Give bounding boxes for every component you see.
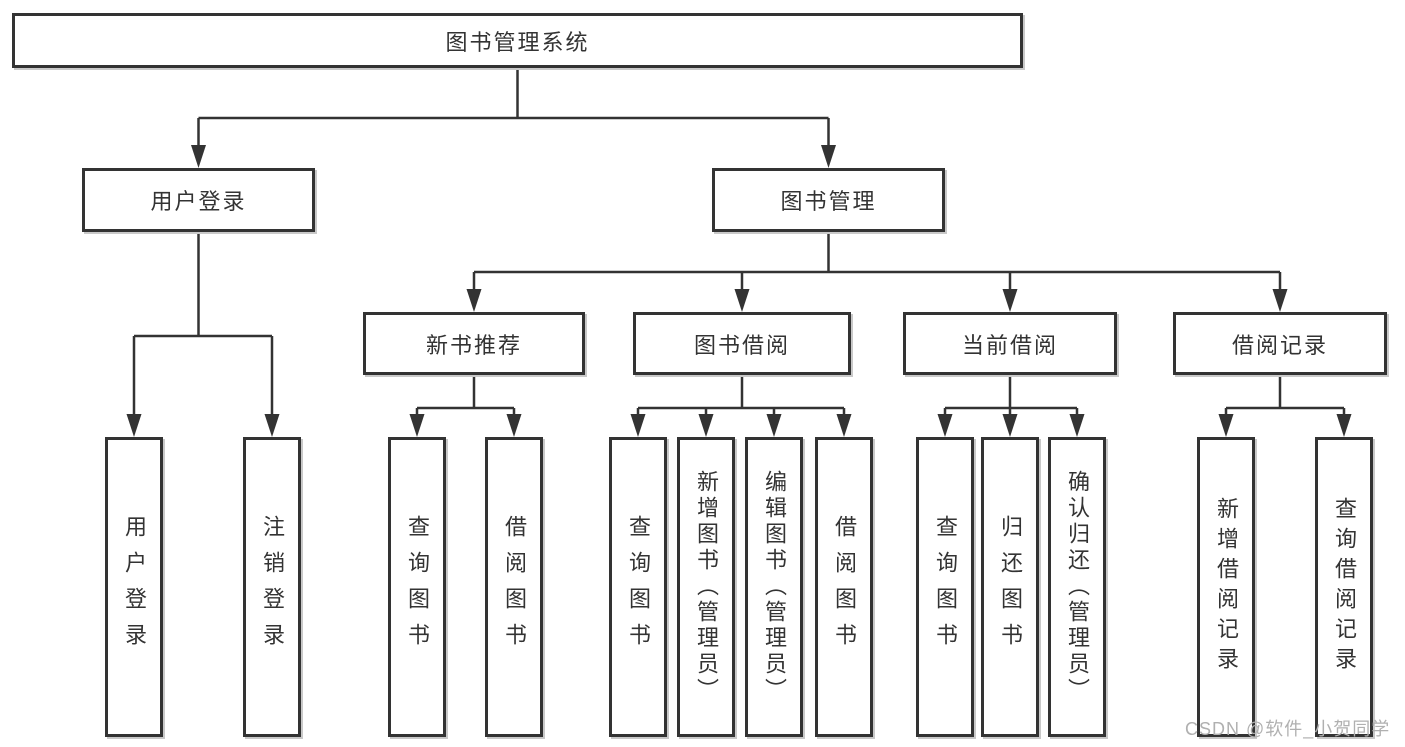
- node-borrow-records-label: 借阅记录: [1231, 332, 1328, 358]
- connector-current-borrow: [943, 375, 1079, 420]
- arrowhead: [1002, 414, 1018, 437]
- connector-root: [197, 68, 830, 150]
- arrowhead: [409, 414, 425, 437]
- leaf-borrow-query-books: 查询图书: [609, 437, 667, 737]
- arrowhead: [1272, 289, 1288, 312]
- arrowhead: [1002, 289, 1018, 312]
- arrowhead: [766, 414, 782, 437]
- node-borrow-records: 借阅记录: [1173, 312, 1387, 375]
- node-book-management: 图书管理: [712, 168, 945, 232]
- leaf-add-books-admin: 新增图书（管理员）: [677, 437, 735, 737]
- leaf-logout: 注销登录: [243, 437, 301, 737]
- leaf-query-borrow-record-label: 查询借阅记录: [1332, 497, 1357, 677]
- leaf-add-borrow-record-label: 新增借阅记录: [1214, 497, 1239, 677]
- connector-book-borrow: [636, 375, 846, 420]
- leaf-logout-label: 注销登录: [260, 515, 285, 659]
- arrowhead: [1069, 414, 1085, 437]
- leaf-recommend-borrow-books: 借阅图书: [485, 437, 543, 737]
- node-library-system: 图书管理系统: [12, 13, 1023, 68]
- node-user-login: 用户登录: [82, 168, 315, 232]
- leaf-return-books: 归还图书: [981, 437, 1039, 737]
- arrowhead: [698, 414, 714, 437]
- arrowhead: [1218, 414, 1234, 437]
- leaf-user-login: 用户登录: [105, 437, 163, 737]
- arrowhead: [937, 414, 953, 437]
- leaf-user-login-label: 用户登录: [122, 515, 147, 659]
- leaf-edit-books-admin-label: 编辑图书（管理员）: [762, 470, 787, 704]
- leaf-borrow-books-label: 借阅图书: [832, 515, 857, 659]
- connector-borrow-records: [1224, 375, 1346, 420]
- leaf-recommend-query-books-label: 查询图书: [405, 515, 430, 659]
- leaf-recommend-borrow-books-label: 借阅图书: [502, 515, 527, 659]
- node-current-borrow: 当前借阅: [903, 312, 1117, 375]
- node-book-borrow-label: 图书借阅: [693, 332, 790, 358]
- node-current-borrow-label: 当前借阅: [961, 332, 1058, 358]
- connector-user-login: [132, 232, 274, 420]
- node-book-management-label: 图书管理: [780, 189, 877, 214]
- leaf-borrow-books: 借阅图书: [815, 437, 873, 737]
- connector-book-management: [472, 232, 1282, 295]
- arrowhead: [1336, 414, 1352, 437]
- leaf-add-borrow-record: 新增借阅记录: [1197, 437, 1255, 737]
- leaf-edit-books-admin: 编辑图书（管理员）: [745, 437, 803, 737]
- arrowhead: [630, 414, 646, 437]
- arrowhead: [466, 289, 482, 312]
- watermark: CSDN @软件_小贺同学: [1185, 719, 1391, 739]
- arrowhead: [734, 289, 750, 312]
- node-library-system-label: 图书管理系统: [445, 29, 590, 55]
- arrowhead: [264, 414, 280, 437]
- arrowhead: [821, 145, 836, 168]
- leaf-current-query-books: 查询图书: [916, 437, 974, 737]
- node-user-login-label: 用户登录: [150, 189, 247, 214]
- node-new-book-recommend: 新书推荐: [363, 312, 585, 375]
- leaf-confirm-return-admin-label: 确认归还（管理员）: [1065, 470, 1090, 704]
- leaf-recommend-query-books: 查询图书: [388, 437, 446, 737]
- connector-new-book: [415, 375, 516, 420]
- leaf-add-books-admin-label: 新增图书（管理员）: [694, 470, 719, 704]
- arrowhead: [836, 414, 852, 437]
- node-new-book-recommend-label: 新书推荐: [425, 332, 522, 358]
- leaf-query-borrow-record: 查询借阅记录: [1315, 437, 1373, 737]
- arrowhead: [506, 414, 522, 437]
- leaf-borrow-query-books-label: 查询图书: [626, 515, 651, 659]
- node-book-borrow: 图书借阅: [633, 312, 851, 375]
- arrowhead: [191, 145, 206, 168]
- leaf-current-query-books-label: 查询图书: [933, 515, 958, 659]
- arrowhead: [126, 414, 142, 437]
- leaf-return-books-label: 归还图书: [998, 515, 1023, 659]
- leaf-confirm-return-admin: 确认归还（管理员）: [1048, 437, 1106, 737]
